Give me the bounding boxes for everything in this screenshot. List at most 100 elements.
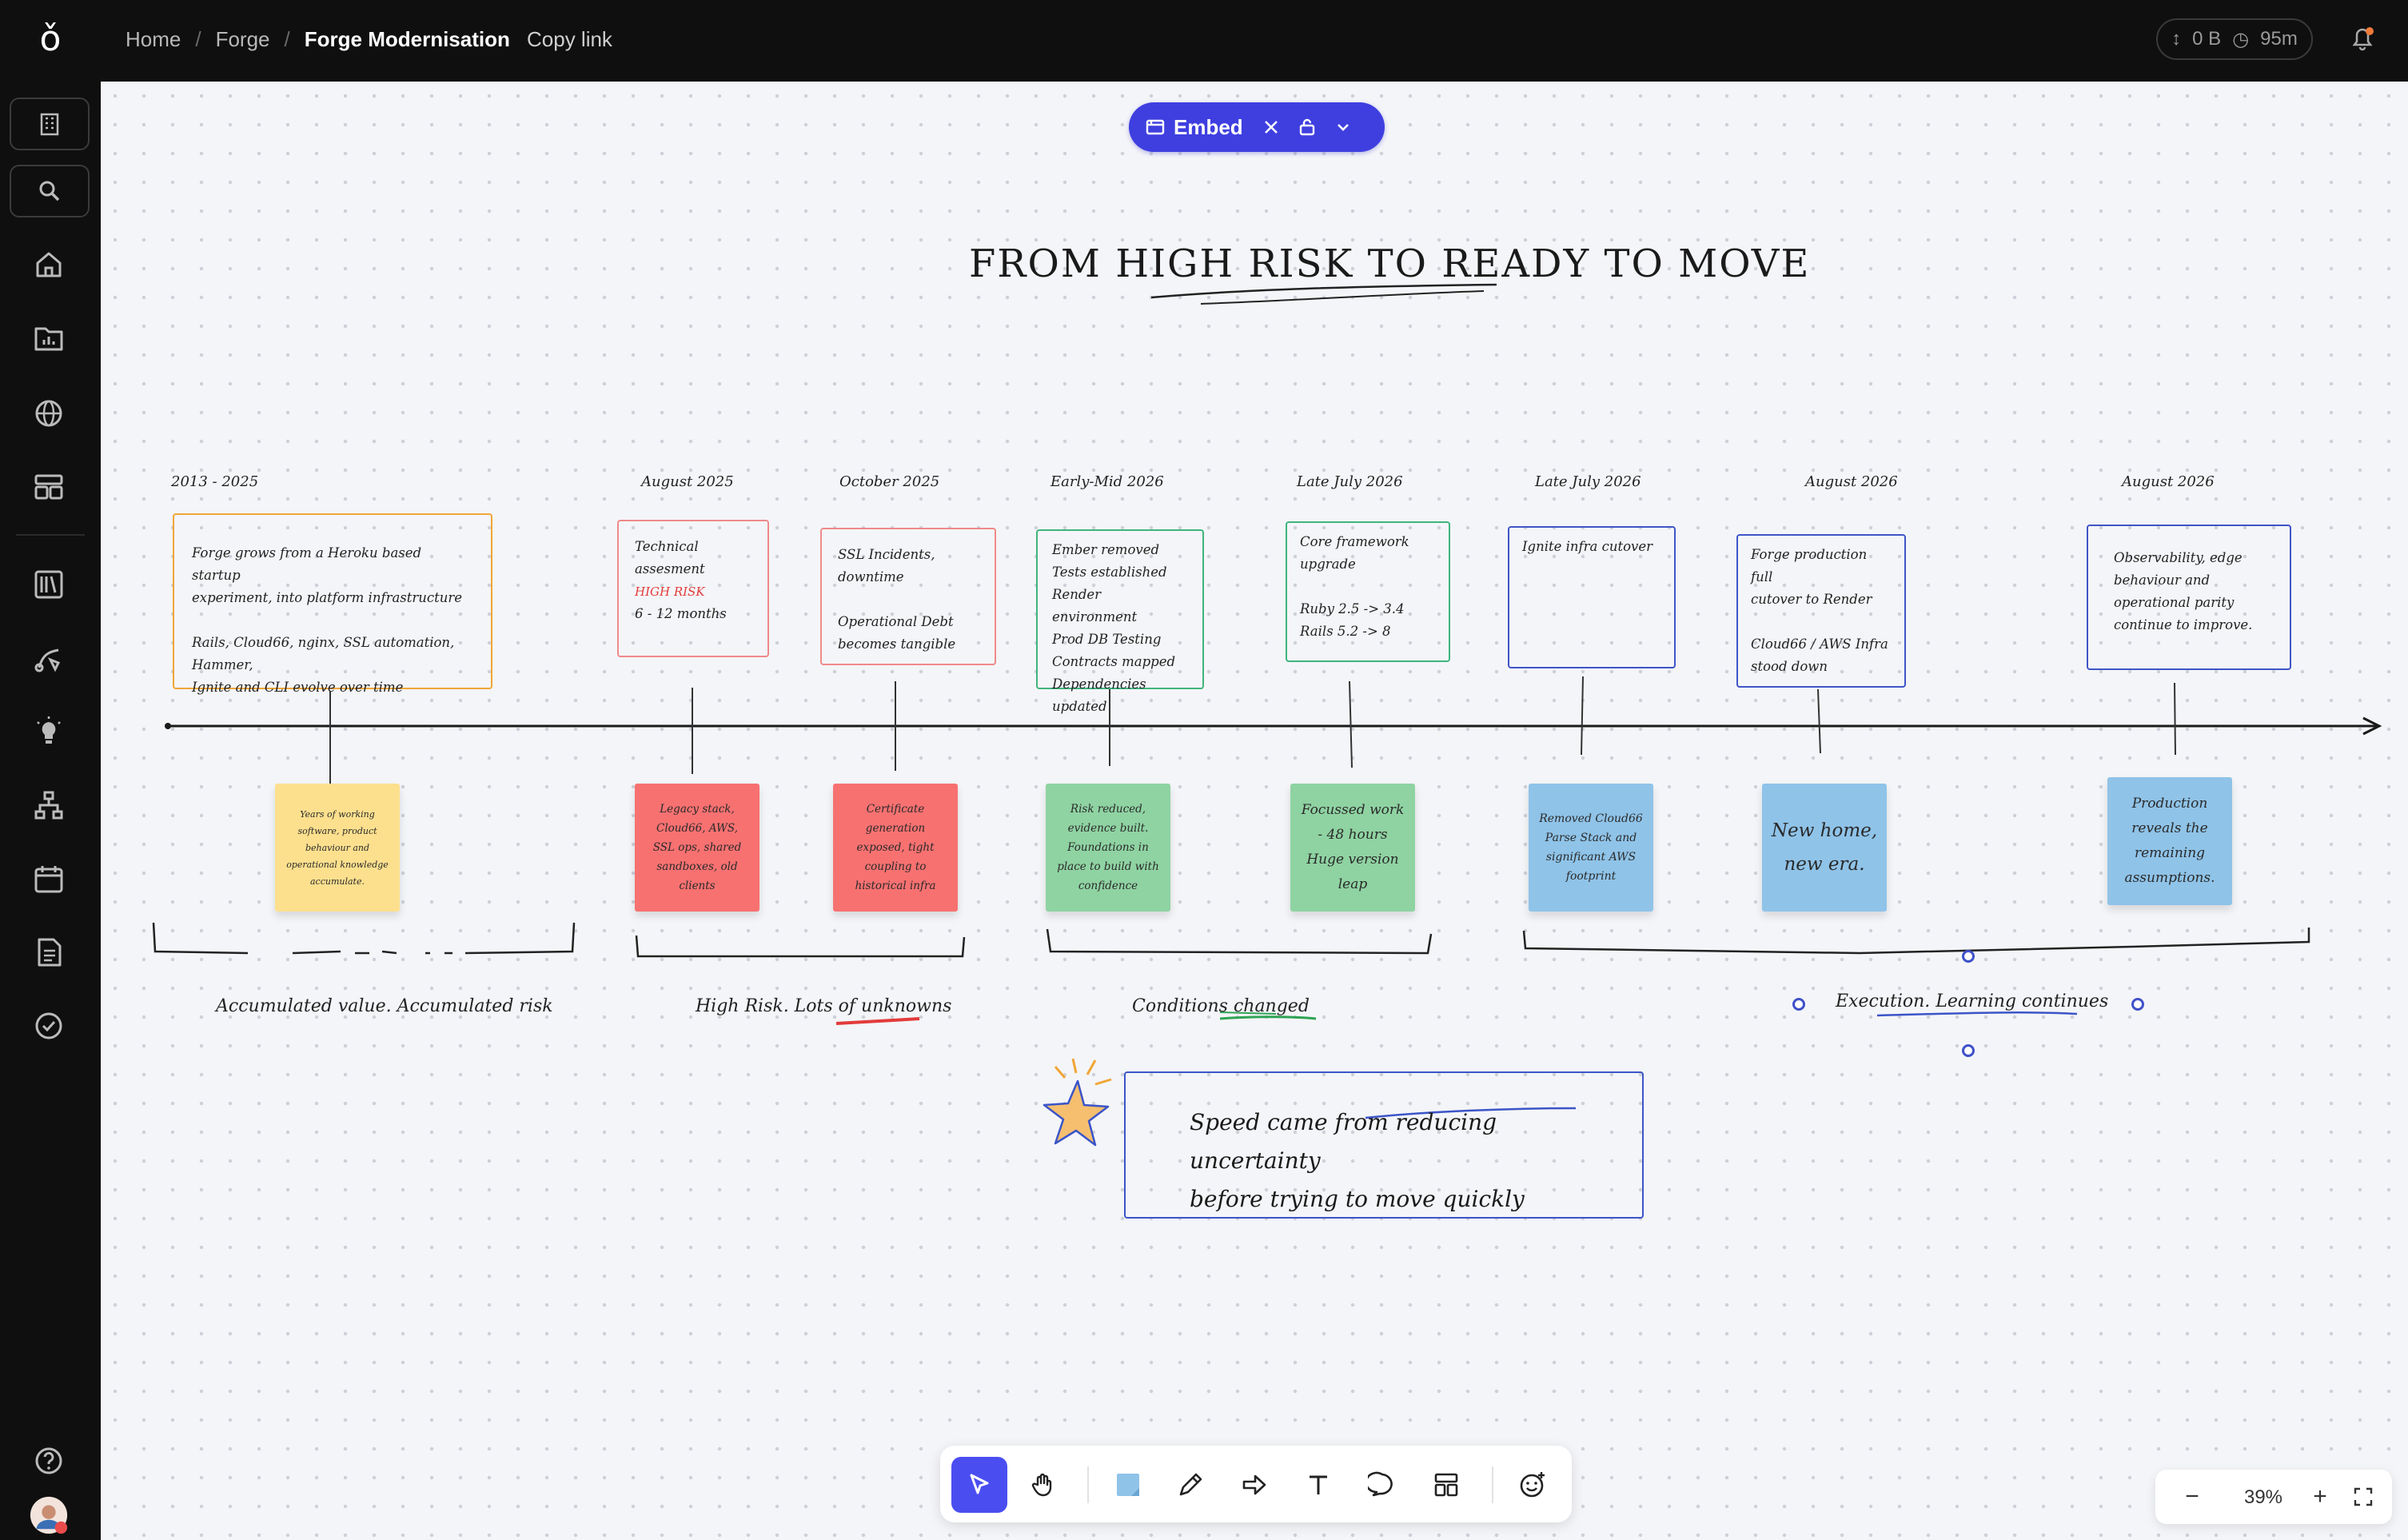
clock-icon: ◷ — [2232, 28, 2250, 50]
sticky-note-tool[interactable] — [1100, 1457, 1156, 1513]
hand-tool[interactable] — [1015, 1457, 1071, 1513]
milestone-box[interactable]: Core framework upgrade Ruby 2.5 -> 3.4 R… — [1286, 521, 1450, 662]
workspace-button[interactable] — [10, 98, 90, 150]
lock-icon[interactable] — [1298, 118, 1317, 137]
phase-label-selected[interactable]: Execution. Learning continues — [1836, 991, 2108, 1011]
callout-text: before trying to move quickly — [1190, 1186, 1525, 1212]
zoom-out-button[interactable]: − — [2185, 1483, 2199, 1510]
sticky-note[interactable]: Focussed work - 48 hours Huge version le… — [1290, 784, 1415, 912]
milestone-box[interactable]: Ignite infra cutover — [1508, 526, 1676, 668]
drawing-toolbar — [940, 1446, 1572, 1522]
org-chart-icon[interactable] — [29, 785, 69, 825]
template-tool[interactable] — [1418, 1457, 1474, 1513]
callout-text: Speed came from — [1190, 1109, 1396, 1135]
milestone-box[interactable]: SSL Incidents, downtime Operational Debt… — [820, 528, 996, 665]
sticky-note[interactable]: Years of working software, product behav… — [275, 784, 400, 912]
zoom-in-button[interactable]: + — [2313, 1483, 2327, 1510]
lightbulb-icon[interactable] — [29, 712, 69, 752]
search-button[interactable] — [10, 165, 90, 217]
layout-icon[interactable] — [29, 467, 69, 507]
selection-handle[interactable] — [1792, 998, 1805, 1011]
sticky-note[interactable]: Certificate generation exposed, tight co… — [833, 784, 958, 912]
milestone-box[interactable]: Technical assesment HIGH RISK 6 - 12 mon… — [617, 520, 769, 657]
copy-link-button[interactable]: Copy link — [527, 27, 612, 51]
milestone-date[interactable]: Late July 2026 — [1297, 473, 1403, 490]
globe-icon[interactable] — [29, 393, 69, 433]
library-icon[interactable] — [29, 565, 69, 604]
sticky-note[interactable]: Removed Cloud66 Parse Stack and signific… — [1529, 784, 1653, 912]
breadcrumb-separator: / — [284, 27, 290, 51]
high-risk-highlight: HIGH RISK — [635, 584, 705, 599]
selection-handle[interactable] — [2131, 998, 2144, 1011]
select-tool[interactable] — [951, 1457, 1007, 1513]
sticky-note[interactable]: Risk reduced, evidence built. Foundation… — [1046, 784, 1170, 912]
phase-label-emphasis: Learning continues — [1936, 991, 2109, 1011]
breadcrumb-forge[interactable]: Forge — [215, 27, 270, 51]
arrow-tool[interactable] — [1226, 1457, 1282, 1513]
sync-icon: ↕ — [2171, 28, 2182, 50]
board-title[interactable]: FROM HIGH RISK TO READY TO MOVE — [969, 241, 1811, 286]
comment-tool[interactable] — [1354, 1457, 1410, 1513]
milestone-date[interactable]: August 2026 — [2122, 473, 2215, 490]
timeline-drawing — [152, 676, 2382, 1119]
whiteboard-canvas[interactable]: Embed FROM HIGH RISK TO READY TO MOVE — [101, 82, 2408, 1540]
calendar-icon[interactable] — [29, 859, 69, 899]
sticky-note[interactable]: New home, new era. — [1762, 784, 1887, 912]
milestone-box[interactable]: Forge production full cutover to Render … — [1736, 534, 1906, 688]
selection-handle[interactable] — [1962, 1044, 1975, 1057]
sticky-note[interactable]: Legacy stack, Cloud66, AWS, SSL ops, sha… — [635, 784, 759, 912]
milestone-date[interactable]: Late July 2026 — [1535, 473, 1641, 490]
pen-tool[interactable] — [1162, 1457, 1218, 1513]
toolbar-divider — [1087, 1466, 1089, 1503]
home-icon[interactable] — [29, 245, 69, 285]
document-icon[interactable] — [29, 932, 69, 972]
flow-icon[interactable] — [29, 638, 69, 678]
notification-bell-icon[interactable] — [2346, 22, 2378, 54]
chevron-down-icon[interactable] — [1334, 118, 1352, 136]
close-icon[interactable] — [1262, 118, 1280, 136]
key-takeaway-callout[interactable]: Speed came from reducing uncertainty bef… — [1124, 1071, 1644, 1219]
milestone-box[interactable]: Forge grows from a Heroku based startup … — [173, 513, 492, 695]
app-logo[interactable]: ǒ — [39, 18, 62, 59]
projects-folder-icon[interactable] — [29, 318, 69, 358]
phase-label-text: Execution. — [1836, 991, 1936, 1011]
breadcrumb-home[interactable]: Home — [126, 27, 181, 51]
help-icon[interactable] — [29, 1441, 69, 1481]
callout-emphasis: reducing uncertainty — [1190, 1109, 1497, 1174]
breadcrumb: Home / Forge / Forge Modernisation — [126, 27, 510, 52]
embed-toolbar[interactable]: Embed — [1129, 102, 1385, 152]
milestone-date[interactable]: August 2025 — [641, 473, 734, 490]
milestone-date[interactable]: 2013 - 2025 — [171, 473, 259, 490]
milestone-date[interactable]: Early-Mid 2026 — [1051, 473, 1164, 490]
zoom-control: − 39% + — [2155, 1470, 2392, 1524]
breadcrumb-current[interactable]: Forge Modernisation — [304, 27, 510, 51]
milestone-box[interactable]: Ember removed Tests established Render e… — [1036, 529, 1204, 714]
star-icon[interactable] — [1031, 1055, 1119, 1151]
fullscreen-icon[interactable] — [2344, 1478, 2382, 1516]
embed-icon — [1145, 117, 1166, 138]
storage-size: 0 B — [2192, 28, 2222, 50]
phase-label-emphasis: changed — [1233, 996, 1310, 1016]
phase-label-text: High Risk. Lots of — [696, 996, 862, 1016]
phase-label[interactable]: High Risk. Lots of unknowns — [696, 996, 951, 1016]
building-icon — [36, 110, 63, 138]
milestone-text: 6 - 12 months — [635, 606, 727, 621]
phase-label[interactable]: Accumulated value. Accumulated risk — [216, 996, 553, 1016]
milestone-date[interactable]: October 2025 — [839, 473, 940, 490]
storage-status[interactable]: ↕ 0 B ◷ 95m — [2156, 18, 2313, 60]
reaction-tool[interactable] — [1505, 1457, 1561, 1513]
user-avatar[interactable] — [29, 1495, 69, 1535]
phase-label[interactable]: Conditions changed — [1132, 996, 1310, 1016]
phase-label-text: Conditions — [1132, 996, 1234, 1016]
selection-handle[interactable] — [1962, 950, 1975, 963]
sidebar-divider — [16, 534, 85, 536]
milestone-box[interactable]: Observability, edge behaviour and operat… — [2087, 525, 2291, 670]
sticky-note[interactable]: Production reveals the remaining assumpt… — [2107, 777, 2232, 905]
zoom-level[interactable]: 39% — [2243, 1486, 2283, 1508]
milestone-date[interactable]: August 2026 — [1805, 473, 1898, 490]
check-circle-icon[interactable] — [29, 1006, 69, 1046]
milestone-text: Technical assesment — [635, 539, 705, 577]
title-underline-scribble — [1150, 283, 1497, 305]
text-tool[interactable] — [1290, 1457, 1346, 1513]
phase-label-emphasis: unknowns — [861, 996, 952, 1016]
